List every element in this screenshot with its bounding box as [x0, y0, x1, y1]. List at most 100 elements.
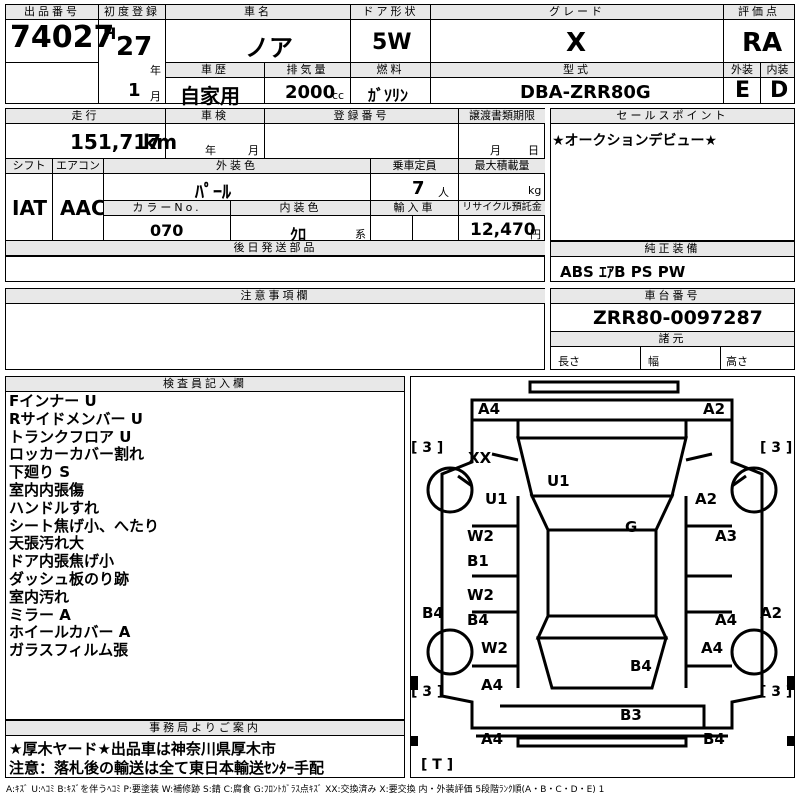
- inspector-notes: Fインナー U Rサイドメンバー U トランクフロア U ロッカーカバー割れ 下…: [9, 392, 159, 660]
- recycle-fee: 12,470: [470, 220, 536, 240]
- car-name: ノア: [245, 34, 293, 62]
- damage-mark: B4: [630, 657, 652, 675]
- interior-label: 内装: [761, 63, 794, 78]
- chassis-box: [550, 288, 795, 370]
- equipment-label: 純正装備: [551, 242, 794, 257]
- damage-mark: A4: [701, 639, 724, 657]
- ac-label: エアコン: [53, 159, 103, 174]
- wheel-bracket: [ 3 ]: [411, 440, 444, 456]
- caution-box: [5, 288, 545, 370]
- door-label: ドア形状: [351, 5, 430, 20]
- shift-label: シフト: [6, 159, 52, 174]
- damage-diagram: [410, 376, 795, 778]
- damage-mark: W2: [467, 527, 494, 545]
- header-table: [5, 4, 795, 104]
- capacity-label: 乗車定員: [371, 159, 458, 174]
- wheel-bracket: [ 3 ]: [760, 684, 793, 700]
- year-unit: 年: [150, 64, 161, 77]
- damage-mark: A4: [715, 611, 738, 629]
- damage-mark: A2: [703, 400, 726, 418]
- color: ﾊﾟｰﾙ: [195, 182, 231, 203]
- displacement-label: 排気量: [265, 63, 350, 78]
- exterior-score: E: [735, 78, 751, 103]
- history-label: 車歴: [166, 63, 264, 78]
- import-label: 輸入車: [371, 201, 458, 216]
- note-line: Fインナー U: [9, 392, 97, 410]
- width-label: 幅: [648, 355, 659, 368]
- damage-mark: G: [625, 518, 638, 536]
- mileage: 151,717: [70, 130, 162, 154]
- damage-mark: U1: [485, 490, 508, 508]
- spare-tire-bracket: [ T ]: [421, 757, 454, 773]
- mileage-label: 走行: [6, 109, 165, 124]
- note-line: 天張汚れ大: [9, 534, 85, 553]
- wheel-bracket: [ 3 ]: [411, 684, 444, 700]
- note-line: ハンドルすれ: [9, 498, 100, 517]
- damage-mark: A2: [760, 604, 783, 622]
- chassis-number: ZRR80-0097287: [593, 307, 763, 329]
- interior-color-label: 内装色: [231, 201, 370, 216]
- damage-mark: B4: [467, 611, 489, 629]
- displacement-unit: cc: [332, 89, 345, 102]
- ac: AAC: [60, 196, 106, 220]
- inspector-box: [5, 376, 405, 720]
- office-box: [5, 720, 405, 778]
- note-line: 下廻り S: [9, 463, 71, 482]
- model-label: 型式: [431, 63, 723, 78]
- sales-point-text: ★オークションデビュー★: [552, 133, 718, 149]
- displacement: 2000: [285, 82, 336, 103]
- door: 5W: [372, 30, 412, 55]
- color-no: 070: [150, 221, 184, 240]
- damage-mark: B4: [422, 604, 444, 622]
- damage-mark: U1: [547, 472, 570, 490]
- model-code: DBA-ZRR80G: [520, 82, 651, 103]
- capacity: 7: [412, 178, 425, 199]
- interior-score: D: [770, 78, 789, 103]
- chassis-label: 車台番号: [551, 289, 794, 304]
- inspection-month-unit: 月: [248, 144, 259, 157]
- note-line: ダッシュ板のり跡: [9, 569, 130, 588]
- damage-mark: B4: [703, 730, 725, 748]
- history: 自家用: [180, 84, 240, 108]
- note-line: ミラー A: [9, 605, 71, 624]
- reg-year: 27: [116, 32, 153, 62]
- capacity-unit: 人: [438, 186, 449, 199]
- note-line: Rサイドメンバー U: [9, 409, 143, 428]
- height-label: 高さ: [726, 355, 748, 368]
- recycle-unit: 円: [530, 228, 541, 241]
- era: H: [103, 24, 117, 43]
- month-unit: 月: [150, 90, 161, 103]
- legend: A:ｷｽﾞ U:ﾍｺﾐ B:ｷｽﾞを伴うﾍｺﾐ P:要塗装 W:補修跡 S:錆 …: [6, 785, 605, 795]
- note-line: 室内汚れ: [9, 587, 70, 606]
- office-label: 事務局よりご案内: [6, 721, 404, 736]
- transfer-month-unit: 月: [490, 144, 501, 157]
- transfer-day-unit: 日: [528, 144, 539, 157]
- reg-month: 1: [128, 80, 141, 101]
- note-line: ガラスフィルム張: [9, 641, 129, 660]
- interior-color: ｸﾛ: [290, 225, 307, 244]
- note-line: 室内内張傷: [9, 480, 85, 499]
- inspector-label: 検査員記入欄: [6, 377, 404, 392]
- office-line-1: ★厚木ヤード★出品車は神奈川県厚木市: [9, 740, 276, 758]
- later-parts-label: 後日発送部品: [6, 241, 545, 256]
- exterior-label: 外装: [724, 63, 760, 78]
- damage-mark: A4: [481, 676, 504, 694]
- sales-point-label: セールスポイント: [551, 109, 794, 124]
- max-load-label: 最大積載量: [459, 159, 545, 174]
- note-line: ロッカーカバー割れ: [9, 445, 145, 464]
- shift: IAT: [12, 196, 48, 220]
- length-label: 長さ: [558, 355, 580, 368]
- damage-mark: XX: [468, 449, 492, 467]
- first-reg-label: 初度登録: [99, 5, 165, 20]
- score-label: 評価点: [724, 5, 794, 20]
- score: RA: [742, 28, 783, 58]
- damage-mark: A2: [695, 490, 718, 508]
- color-label: 外装色: [104, 159, 370, 174]
- max-load-unit: kg: [528, 184, 542, 197]
- damage-mark: B1: [467, 552, 489, 570]
- reg-number-label: 登録番号: [265, 109, 458, 124]
- fuel: ｶﾞｿﾘﾝ: [368, 86, 409, 105]
- grade: X: [566, 28, 587, 58]
- transfer-deadline-label: 譲渡書類期限: [459, 109, 545, 124]
- color-no-label: カラーNo.: [104, 201, 230, 216]
